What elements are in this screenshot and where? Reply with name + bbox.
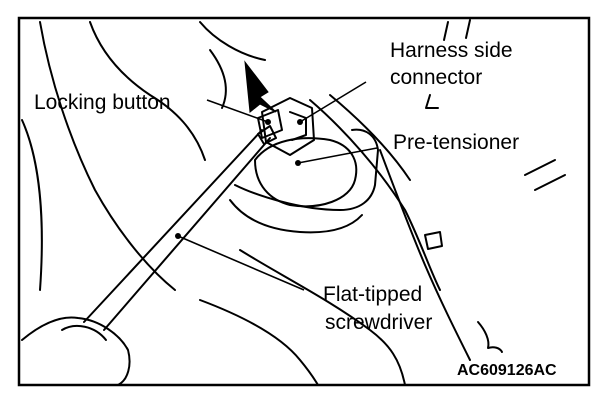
label-screwdriver-line1: Flat-tipped <box>323 283 423 306</box>
bracket-shape <box>254 137 358 208</box>
right-hatch-2 <box>534 174 566 191</box>
right-hatch-1 <box>524 159 556 176</box>
screwdriver-handle <box>21 316 131 386</box>
connector-detail <box>289 111 307 141</box>
label-screwdriver-line2: screwdriver <box>325 311 433 334</box>
figure-code: AC609126AC <box>457 362 557 379</box>
seat-rail-right-2 <box>329 94 411 181</box>
pretensioner-base <box>229 199 363 234</box>
top-tick-2 <box>465 19 471 39</box>
floor-curve <box>239 249 406 386</box>
label-pre-tensioner: Pre-tensioner <box>393 131 520 154</box>
mount-plate <box>379 149 471 361</box>
leader-locking-button <box>206 99 269 123</box>
label-locking-button: Locking button <box>34 91 171 114</box>
label-harness-line2: connector <box>390 66 483 89</box>
top-tick-1 <box>443 21 449 41</box>
screwdriver-shaft-lower <box>103 137 271 331</box>
screwdriver-shaft-upper <box>83 129 263 323</box>
connector-tick <box>425 94 439 109</box>
dot-locking-button <box>265 119 271 125</box>
panel-outline-left <box>39 21 176 291</box>
floor-curve-2 <box>199 299 319 386</box>
dot-pre-tensioner <box>295 160 301 166</box>
lift-direction-arrow <box>244 60 277 113</box>
panel-upper <box>199 21 266 61</box>
dot-screwdriver <box>175 233 181 239</box>
panel-curve <box>21 119 43 291</box>
leader-pre-tensioner <box>297 147 378 164</box>
dot-harness-connector <box>297 119 303 125</box>
figure-border <box>17 16 591 387</box>
hook-mark <box>477 321 503 353</box>
leader-harness-connector <box>299 81 367 123</box>
screwdriver-ferrule <box>61 324 107 341</box>
panel-outline-mid <box>89 21 206 161</box>
pretensioner-body <box>234 128 379 211</box>
panel-upper-2 <box>209 49 227 109</box>
mount-bolt <box>424 231 443 250</box>
label-harness-line1: Harness side <box>390 39 513 62</box>
screwdriver-tip <box>257 125 277 145</box>
leader-screwdriver <box>177 235 305 291</box>
